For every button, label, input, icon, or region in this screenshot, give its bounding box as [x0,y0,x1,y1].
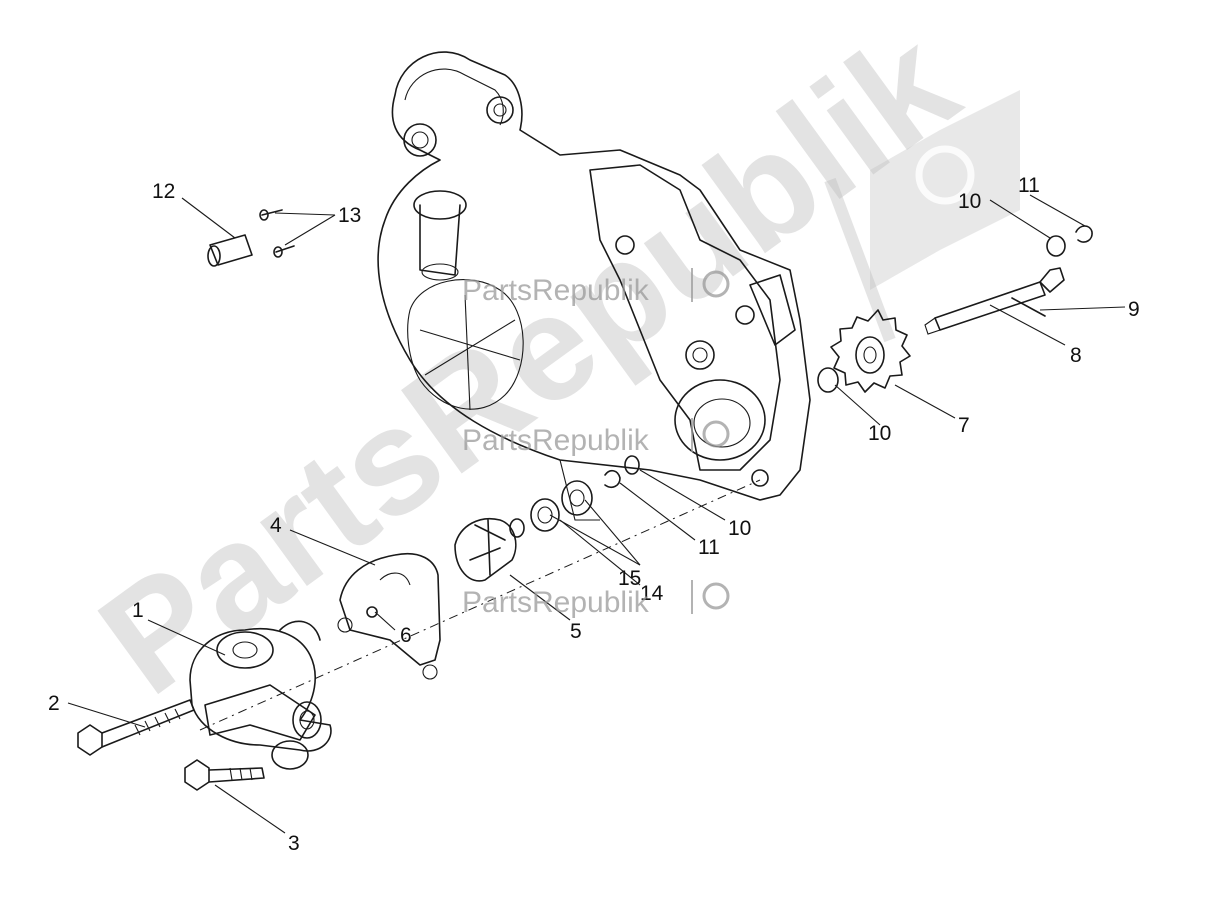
callout-6: 6 [400,624,412,647]
callout-12: 12 [152,180,175,203]
gear-icon [702,582,730,610]
ring-10-top [1046,235,1066,257]
watermark-tag-3: PartsRepublik [462,580,730,619]
callout-15: 15 [618,567,641,590]
assembly-axis [199,479,761,731]
callout-8: 8 [1070,344,1082,367]
callout-10-top: 10 [958,190,981,213]
callout-9: 9 [1128,298,1140,321]
washer-6 [366,606,378,618]
impeller [454,518,525,582]
ring-10-gear [817,367,839,393]
gear-icon [702,420,730,448]
watermark-tag-2-text: PartsRepublik [462,424,650,457]
bearings-and-seals [530,455,640,532]
drive-gear [830,309,911,393]
pump-housing [189,620,332,752]
engine-side-cover [377,51,811,521]
pin-9 [1011,297,1046,317]
watermark-tag-2: PartsRepublik [462,418,730,457]
callout-13: 13 [338,204,361,227]
circlip-11-top [1075,225,1093,243]
callout-10-gear: 10 [868,422,891,445]
callout-11-bearing: 11 [698,536,720,559]
callout-11-top: 11 [1018,174,1040,197]
callout-4: 4 [270,514,282,537]
watermark-tag-1: PartsRepublik [462,268,730,307]
screws-13 [259,209,295,258]
watermark-tag-1-text: PartsRepublik [462,274,650,307]
callout-2: 2 [48,692,60,715]
long-bolt [77,699,195,756]
callout-1: 1 [132,599,144,622]
callout-labels: 1 2 3 4 5 6 7 8 9 10 10 10 11 11 12 13 1… [48,174,1140,855]
short-flanged-bolt [184,740,309,791]
callout-10-bearing: 10 [728,517,751,540]
leader-lines [67,194,1126,834]
callout-3: 3 [288,832,300,855]
callout-14: 14 [640,582,664,605]
callout-7: 7 [958,414,970,437]
watermark-tags: PartsRepublik PartsRepublik PartsRepubli… [462,268,730,619]
gasket [337,553,441,680]
plug-12 [207,234,253,267]
pump-shaft [924,267,1065,335]
callout-5: 5 [570,620,582,643]
gear-icon [702,270,730,298]
watermark-tag-3-text: PartsRepublik [462,586,650,619]
